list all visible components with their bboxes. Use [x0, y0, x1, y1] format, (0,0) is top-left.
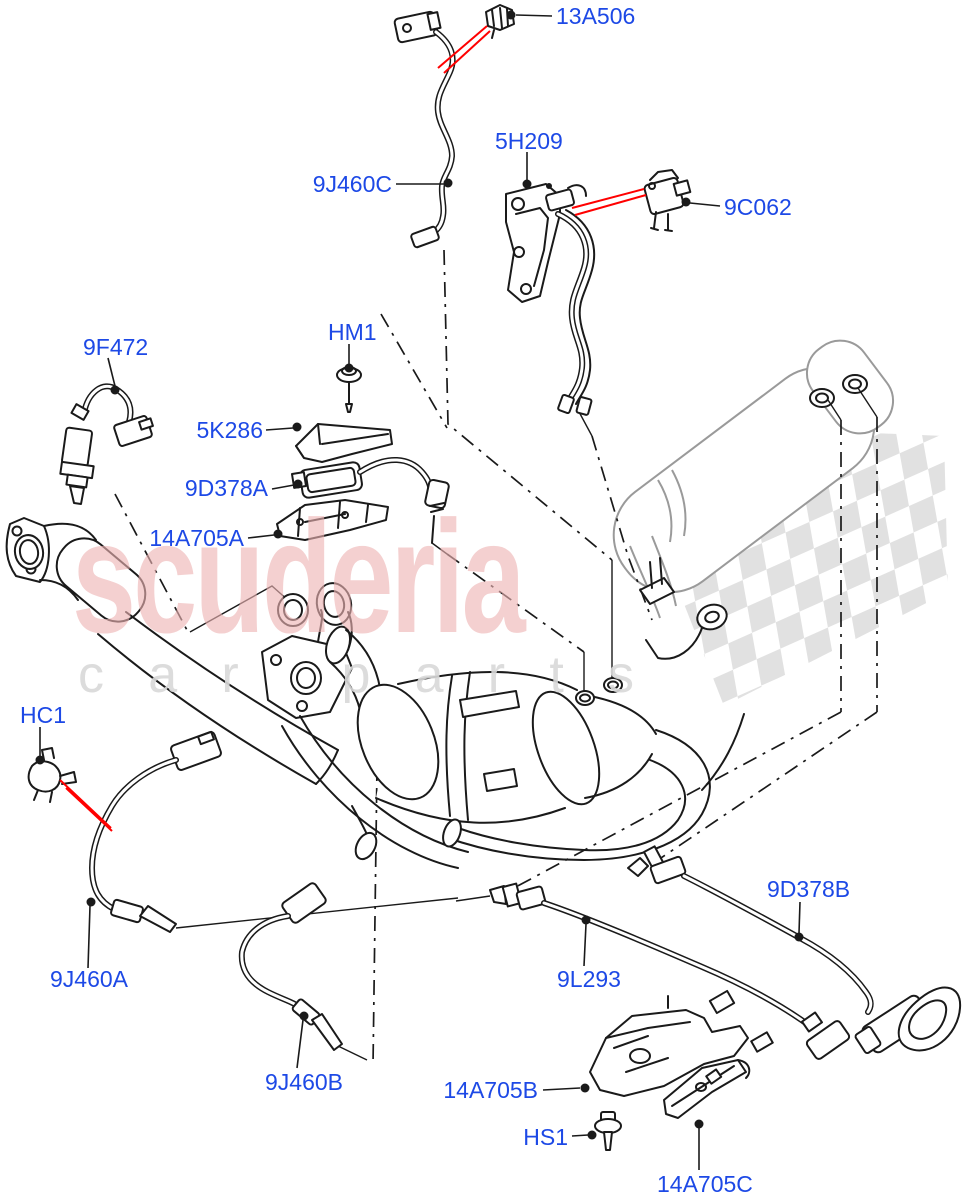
- bracket-14A705C: [663, 1059, 751, 1119]
- heat-shield-5K286: [295, 423, 393, 463]
- sensor-harness-9J460C: [393, 10, 456, 249]
- bracket-14A705B: [589, 989, 749, 1097]
- clip-HC1: [27, 747, 77, 803]
- sensor-9F472: [59, 383, 154, 505]
- bolt-HM1: [336, 366, 362, 413]
- bracket-14A705A: [276, 499, 389, 541]
- front-downpipe: [5, 517, 339, 785]
- sensor-9J460A: [88, 730, 222, 933]
- part-label-9C062[interactable]: 9C062: [724, 194, 792, 220]
- part-label-HM1[interactable]: HM1: [328, 319, 377, 345]
- leader-lines: [35, 10, 804, 1170]
- sensor-9L293: [455, 882, 851, 1060]
- part-label-9J460C[interactable]: 9J460C: [313, 171, 392, 197]
- bolt-HS1: [594, 1111, 622, 1151]
- part-label-14A705A[interactable]: 14A705A: [149, 525, 244, 551]
- sensor-9J460B: [238, 882, 343, 1051]
- catalyst-dpf-assembly: [325, 557, 745, 861]
- part-label-13A506[interactable]: 13A506: [556, 3, 635, 29]
- solenoid-9C062: [643, 169, 692, 232]
- exhaust-gasket: [277, 593, 309, 627]
- watermark-tagline-text: car parts: [78, 646, 634, 704]
- part-label-9F472[interactable]: 9F472: [83, 334, 148, 360]
- part-label-14A705C[interactable]: 14A705C: [657, 1171, 753, 1197]
- part-label-14A705B[interactable]: 14A705B: [443, 1077, 538, 1103]
- red-pointer-lines: [59, 25, 647, 832]
- watermark-brand-text: scuderia: [72, 487, 527, 666]
- clip-13A506: [485, 4, 515, 39]
- construction-lines: [114, 249, 878, 1067]
- part-label-9L293[interactable]: 9L293: [557, 966, 621, 992]
- part-labels: 13A506 9J460C 5H209 9C062 9F472 HM1 5K28…: [20, 3, 850, 1197]
- part-label-5H209[interactable]: 5H209: [495, 128, 563, 154]
- watermark: scuderia car parts: [72, 487, 634, 704]
- part-label-9J460A[interactable]: 9J460A: [50, 966, 129, 992]
- muffler-sensor-bosses: [809, 374, 868, 408]
- part-label-9D378B[interactable]: 9D378B: [767, 876, 850, 902]
- part-label-9D378A[interactable]: 9D378A: [185, 475, 269, 501]
- nox-module-9D378A: [290, 456, 450, 544]
- bracket-5H209: [505, 183, 596, 416]
- part-label-HC1[interactable]: HC1: [20, 702, 66, 728]
- nox-sensor-9D378B: [627, 845, 962, 1054]
- part-label-5K286[interactable]: 5K286: [196, 417, 263, 443]
- part-label-9J460B[interactable]: 9J460B: [265, 1069, 343, 1095]
- part-label-HS1[interactable]: HS1: [523, 1124, 568, 1150]
